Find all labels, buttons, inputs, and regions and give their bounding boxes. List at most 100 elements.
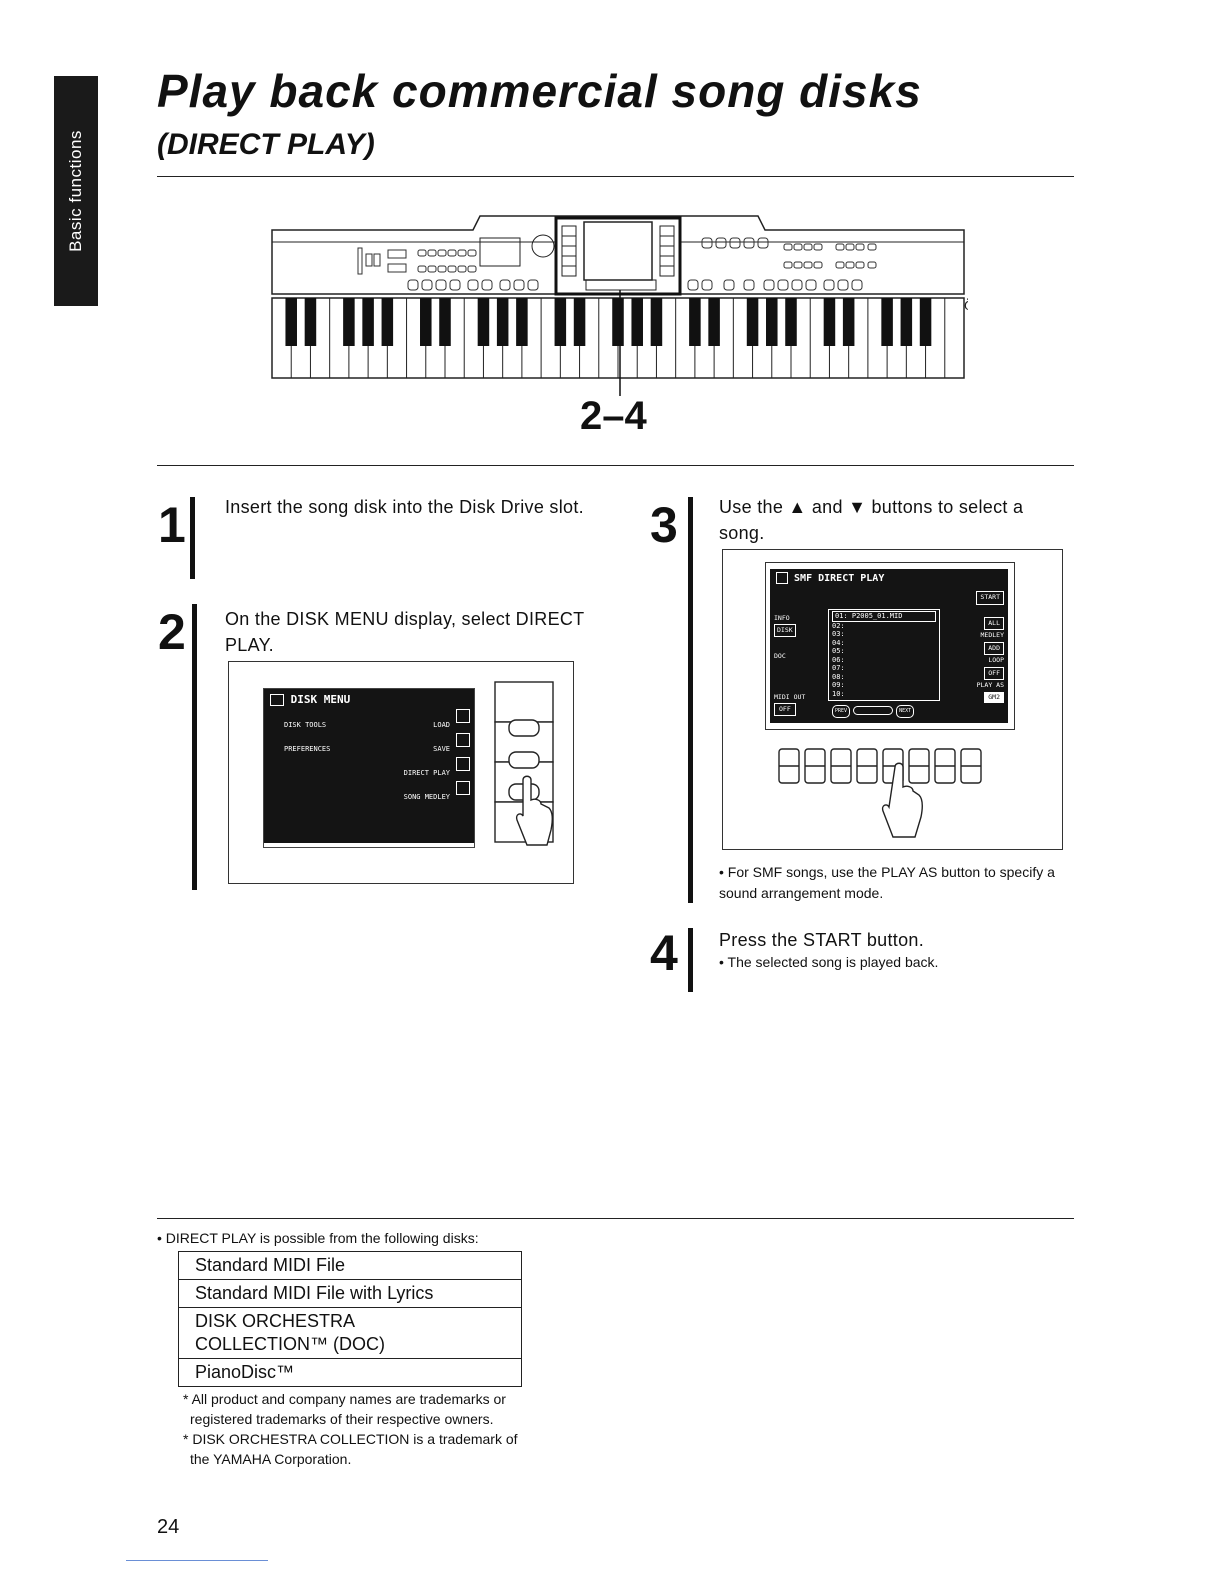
black-key — [496, 298, 509, 346]
step-4-bar — [688, 928, 693, 992]
menu-item-save[interactable]: SAVE — [433, 745, 450, 753]
step-1-number: 1 — [158, 497, 186, 553]
black-key — [746, 298, 759, 346]
step-3-number: 3 — [650, 497, 678, 553]
black-key — [708, 298, 720, 346]
smf-button-prev[interactable]: PREV — [832, 705, 851, 718]
song-item[interactable]: 10: — [832, 689, 845, 698]
footnote-line: the YAMAHA Corporation. — [190, 1451, 352, 1467]
black-key — [573, 298, 586, 346]
disk-menu-title: DISK MENU — [290, 693, 351, 706]
disk-type-cell: PianoDisc™ — [178, 1358, 522, 1387]
black-key — [439, 298, 451, 346]
supported-disks-table: Standard MIDI File Standard MIDI File wi… — [178, 1251, 522, 1387]
step-3-note: • For SMF songs, use the PLAY AS button … — [719, 864, 1055, 901]
footnote-line: registered trademarks of their respectiv… — [190, 1411, 494, 1427]
disk-menu-screen: DISK MENU DISK TOOLS PREFERENCES LOAD SA… — [263, 688, 475, 848]
black-key — [554, 298, 567, 346]
keyboard-illustration: Ö — [271, 215, 968, 396]
step-1-text: Insert the song disk into the Disk Drive… — [225, 497, 584, 517]
display-buttons-row — [778, 748, 982, 838]
smf-button-midi-off[interactable]: OFF — [774, 703, 796, 716]
smf-button-next[interactable]: NEXT — [896, 705, 915, 718]
disks-rule — [157, 1218, 1074, 1219]
page-number: 24 — [157, 1516, 180, 1538]
black-key — [881, 298, 893, 346]
smf-screen: SMF DIRECT PLAY INFO DISK DOC MIDI OUT O… — [770, 569, 1008, 723]
smf-button-doc[interactable]: DOC — [774, 652, 786, 660]
black-key — [420, 298, 432, 346]
step-2-text: On the DISK MENU display, select DIRECT … — [225, 609, 585, 655]
song-item[interactable]: 08: — [832, 672, 845, 681]
menu-item-song-medley[interactable]: SONG MEDLEY — [403, 793, 450, 801]
step-4-text: Press the START button. — [719, 930, 924, 950]
black-key — [477, 298, 490, 346]
black-key — [650, 298, 663, 346]
step-1-bar — [190, 497, 195, 579]
song-item[interactable]: 02: — [832, 621, 845, 630]
smf-label-play-as: PLAY AS — [976, 681, 1004, 689]
disks-intro: • DIRECT PLAY is possible from the follo… — [157, 1230, 479, 1246]
song-item[interactable]: 06: — [832, 655, 845, 664]
black-key — [900, 298, 913, 346]
section-tab-label: Basic functions — [66, 130, 85, 252]
black-key — [304, 298, 317, 346]
disk-menu-figure: DISK MENU DISK TOOLS PREFERENCES LOAD SA… — [228, 661, 574, 884]
smf-button-disk[interactable]: DISK — [774, 624, 796, 637]
header-rule — [157, 176, 1074, 177]
menu-item-direct-play[interactable]: DIRECT PLAY — [403, 769, 450, 777]
smf-label-midi-out: MIDI OUT — [774, 693, 806, 701]
smf-screen-title: SMF DIRECT PLAY — [794, 573, 885, 584]
step-2-number: 2 — [158, 604, 186, 660]
step-4-number: 4 — [650, 925, 678, 981]
page-subtitle: (DIRECT PLAY) — [157, 128, 375, 161]
menu-item-preferences[interactable]: PREFERENCES — [284, 745, 331, 753]
disk-icon — [270, 694, 284, 706]
black-key — [362, 298, 374, 346]
disk-type-cell: DISK ORCHESTRA COLLECTION™ (DOC) — [178, 1307, 522, 1359]
keyboard-callout-label: 2–4 — [580, 394, 647, 438]
finger-pointer-icon — [515, 775, 554, 846]
smf-direct-play-figure: SMF DIRECT PLAY INFO DISK DOC MIDI OUT O… — [722, 549, 1063, 850]
disk-type-line: DISK ORCHESTRA — [195, 1311, 356, 1331]
smf-label-info: INFO — [774, 614, 790, 622]
display-buttons — [494, 681, 554, 846]
black-key — [842, 298, 855, 346]
black-key — [785, 298, 797, 346]
black-key — [343, 298, 355, 346]
svg-text:Ö: Ö — [964, 297, 968, 313]
smf-button-gm2[interactable]: GM2 — [984, 691, 1004, 703]
song-item[interactable]: 09: — [832, 681, 845, 689]
song-item[interactable]: 05: — [832, 647, 845, 655]
footnote-line: * All product and company names are trad… — [183, 1391, 506, 1407]
smf-button-loop-off[interactable]: OFF — [984, 666, 1004, 680]
step-2-bar — [192, 604, 197, 890]
smf-button-start[interactable]: START — [976, 591, 1004, 605]
smf-button-add[interactable]: ADD — [984, 641, 1004, 655]
menu-item-disk-tools[interactable]: DISK TOOLS — [284, 721, 327, 729]
bottom-accent-line — [126, 1560, 268, 1561]
smf-slider[interactable] — [853, 706, 894, 715]
figure-rule — [157, 465, 1074, 466]
black-key — [823, 298, 836, 346]
disk-menu-icons — [456, 709, 470, 795]
disk-type-cell: Standard MIDI File with Lyrics — [178, 1279, 522, 1308]
finger-pointer-icon — [881, 762, 924, 838]
smf-label-loop: LOOP — [988, 656, 1004, 664]
page-title: Play back commercial song disks — [157, 65, 922, 117]
smf-song-list: 01: P2005_01.MID 02: 03: 04: 05: 06: 07:… — [828, 609, 940, 701]
song-item[interactable]: 03: — [832, 630, 845, 638]
black-key — [631, 298, 643, 346]
smf-label-medley: MEDLEY — [980, 631, 1004, 639]
song-item[interactable]: 01: P2005_01.MID — [832, 611, 936, 622]
smf-button-all[interactable]: ALL — [984, 616, 1004, 630]
black-key — [285, 298, 297, 346]
footnote-line: * DISK ORCHESTRA COLLECTION is a tradema… — [183, 1431, 518, 1447]
black-key — [516, 298, 528, 346]
song-item[interactable]: 04: — [832, 638, 845, 647]
black-key — [381, 298, 394, 346]
song-item[interactable]: 07: — [832, 664, 845, 672]
disk-type-cell: Standard MIDI File — [178, 1251, 522, 1280]
black-key — [919, 298, 932, 346]
menu-item-load[interactable]: LOAD — [433, 721, 450, 729]
